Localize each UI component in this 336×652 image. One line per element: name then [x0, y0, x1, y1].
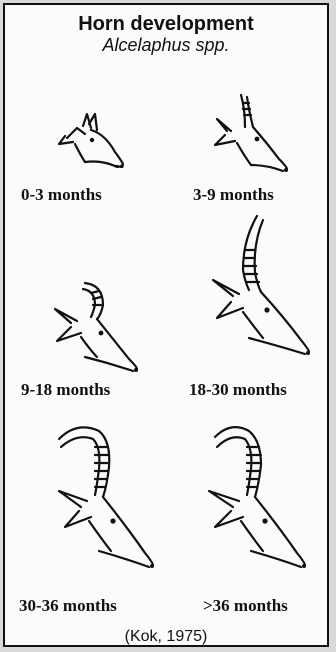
stage-0-3-months: [45, 100, 145, 180]
stage-label-3-9-months: 3-9 months: [193, 186, 274, 204]
hartebeest-head-over-36-months-icon: [183, 417, 323, 587]
hartebeest-head-30-36-months-icon: [37, 417, 172, 587]
stage-over-36-months: [183, 417, 323, 587]
figure-subtitle: Alcelaphus spp.: [5, 35, 327, 55]
stage-label-30-36-months: 30-36 months: [19, 597, 117, 615]
stage-label-9-18-months: 9-18 months: [21, 381, 110, 399]
stage-label-18-30-months: 18-30 months: [189, 381, 287, 399]
figure-citation: (Kok, 1975): [5, 628, 327, 646]
hartebeest-head-9-18-months-icon: [25, 275, 155, 380]
stage-3-9-months: [201, 87, 311, 182]
hartebeest-head-0-3-months-icon: [45, 100, 145, 180]
stage-18-30-months: [183, 210, 323, 380]
stage-label-0-3-months: 0-3 months: [21, 186, 102, 204]
hartebeest-head-18-30-months-icon: [183, 210, 323, 380]
stage-9-18-months: [25, 275, 155, 380]
stage-label-over-36-months: >36 months: [203, 597, 288, 615]
hartebeest-head-3-9-months-icon: [201, 87, 311, 182]
horn-development-figure: Horn development Alcelaphus spp. 0-3 mon…: [3, 3, 329, 647]
stage-30-36-months: [37, 417, 172, 587]
figure-title: Horn development: [5, 13, 327, 35]
